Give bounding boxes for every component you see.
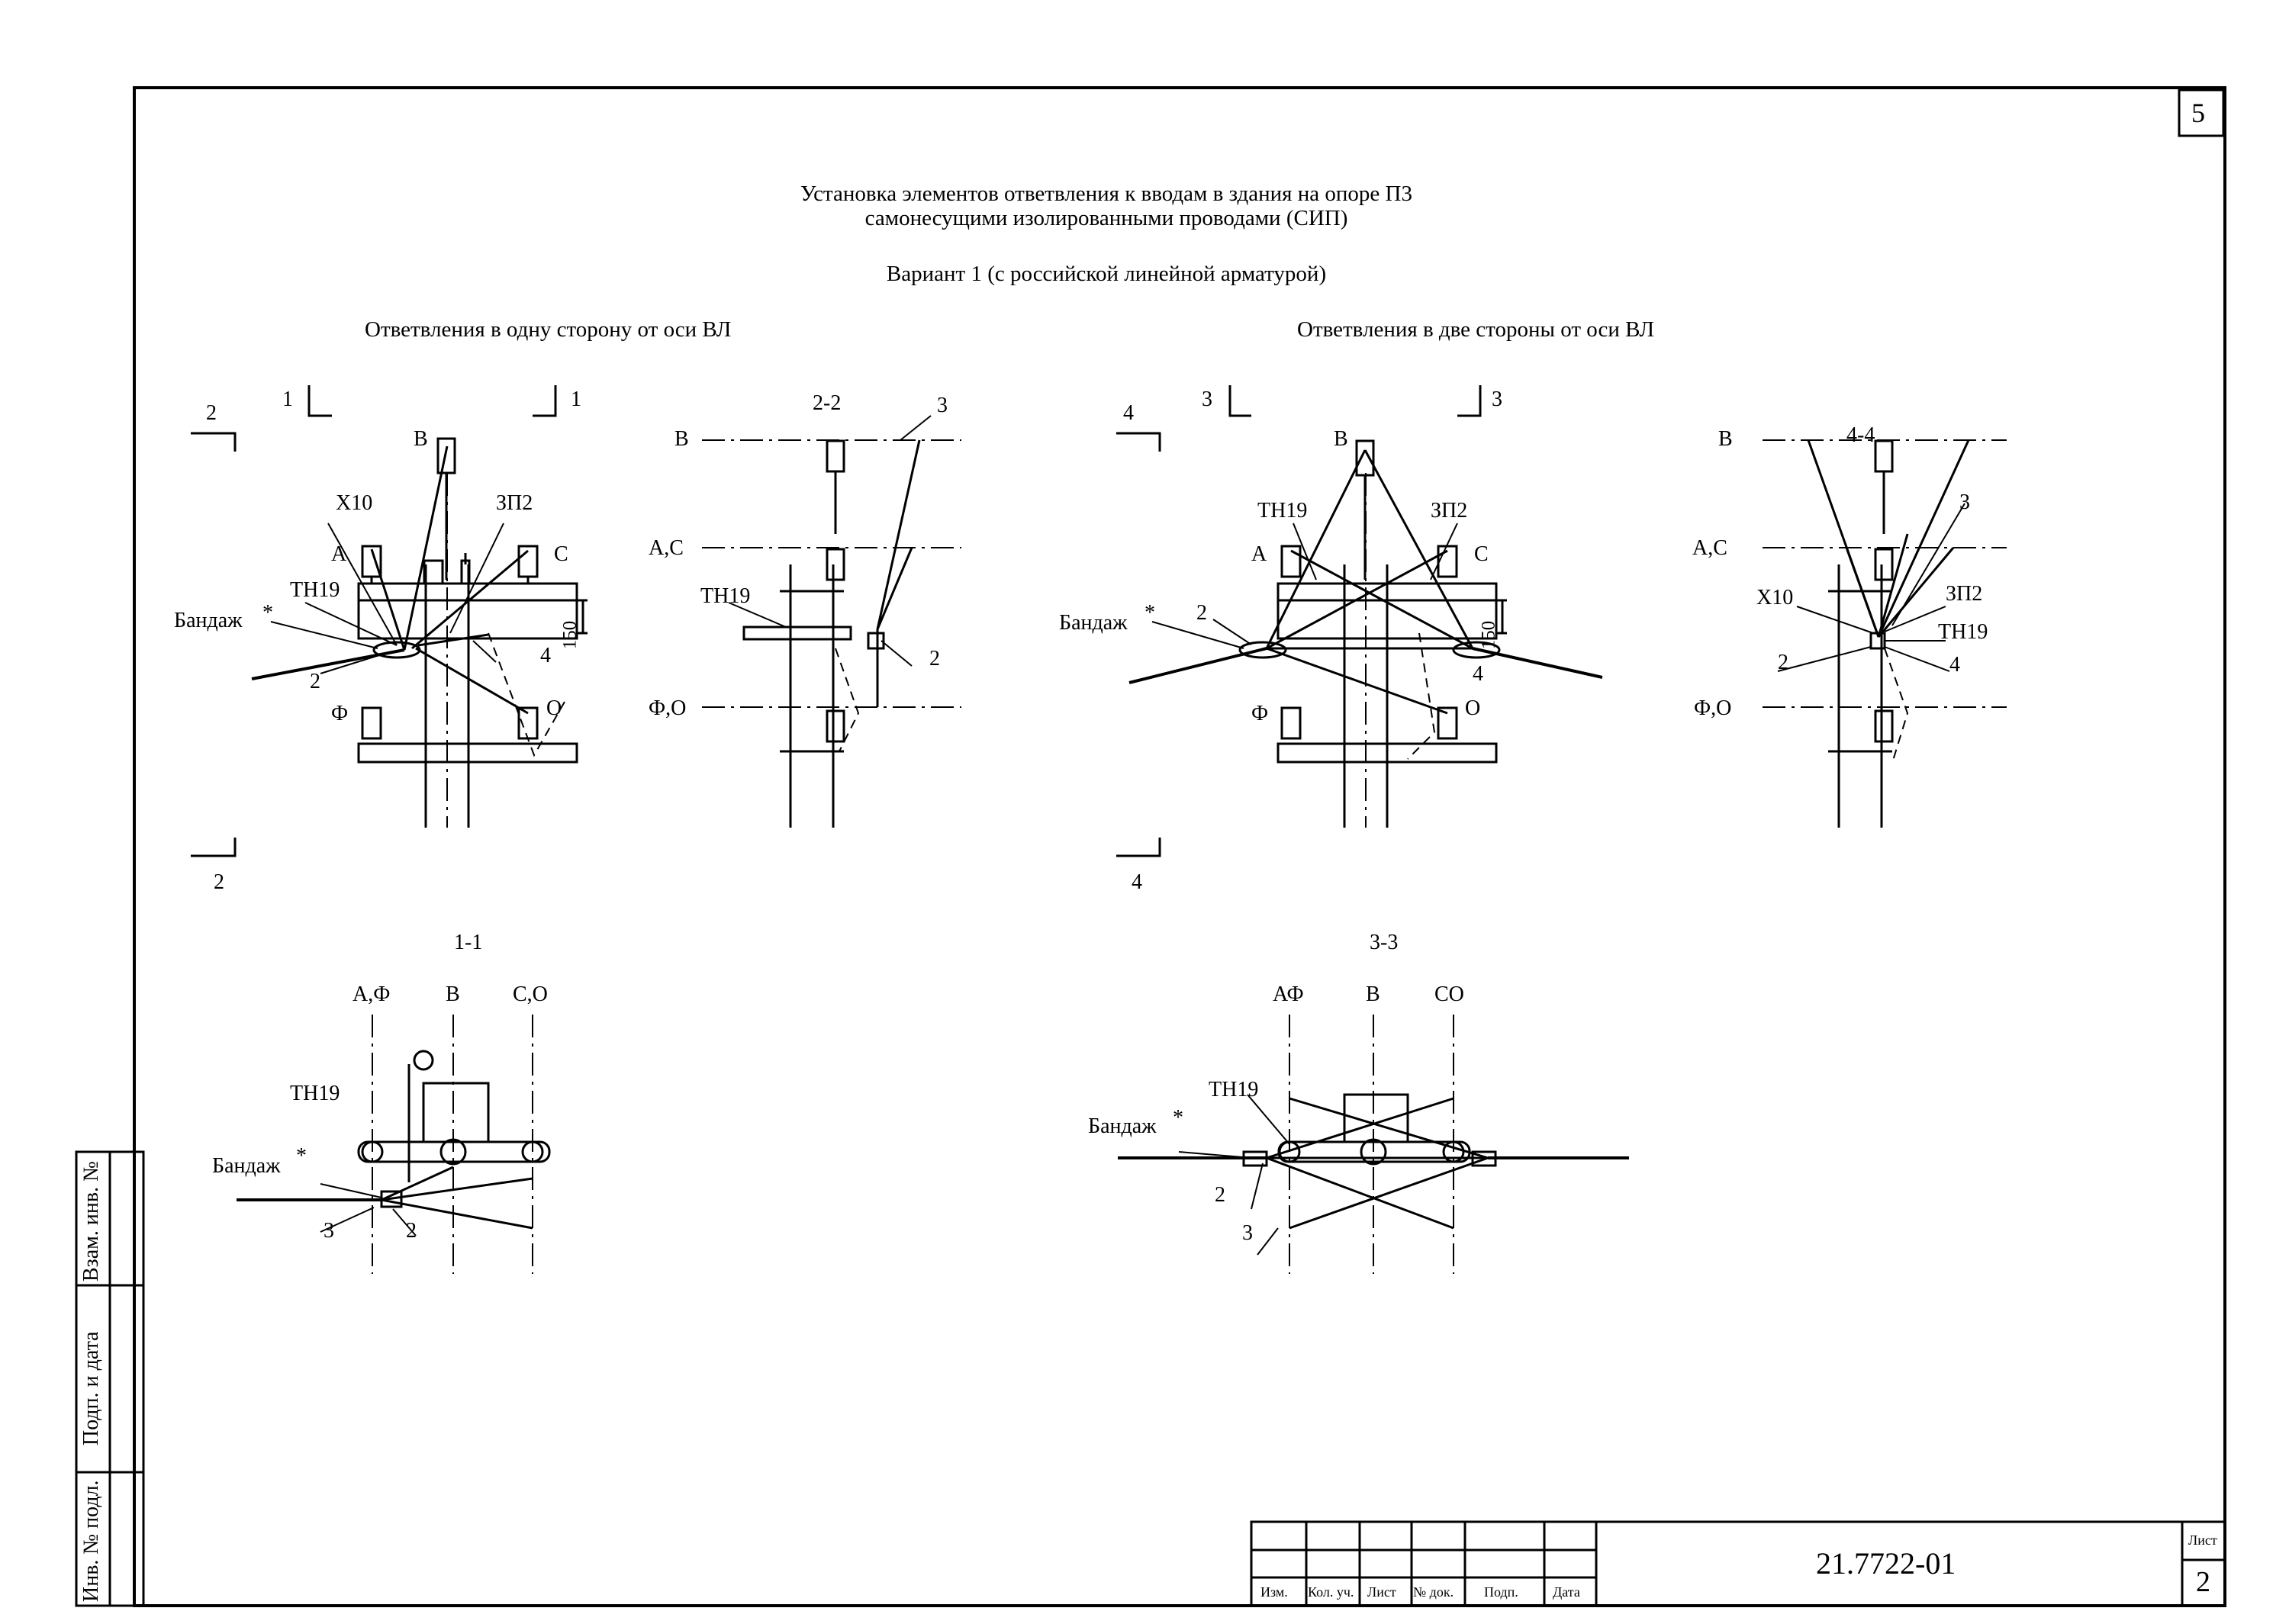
tb-list: Лист	[1367, 1584, 1396, 1600]
side-stamp-podp-data: Подп. и дата	[79, 1331, 103, 1446]
v11-label-star: *	[296, 1144, 307, 1168]
v22-title: 2-2	[813, 391, 842, 415]
v11-label-2: 2	[406, 1219, 417, 1243]
v22-label-B: В	[674, 427, 689, 451]
tb-doc-code: 21.7722-01	[1816, 1546, 1956, 1581]
title-line-2: самонесущими изолированными проводами (С…	[864, 206, 1348, 230]
v3-label-O: О	[1465, 696, 1481, 720]
view11-plan	[237, 1015, 551, 1274]
v3-label-2: 2	[1196, 601, 1207, 625]
v11-label-3: 3	[324, 1219, 334, 1243]
v1-label-2: 2	[310, 670, 320, 693]
v1-label-F: Ф	[331, 702, 349, 725]
subtitle-left: Ответвления в одну сторону от оси ВЛ	[365, 317, 732, 342]
v1-sec2-bottom: 2	[214, 870, 224, 894]
v33-label-bandage: Бандаж	[1088, 1114, 1157, 1138]
side-stamp-inv-podl: Инв. № подл.	[79, 1480, 103, 1602]
tb-sheet-label: Лист	[2188, 1532, 2217, 1548]
v33-label-3: 3	[1242, 1221, 1253, 1245]
v3-label-bandage: Бандаж	[1059, 611, 1128, 635]
leader-lines	[270, 415, 1965, 1256]
v33-label-2: 2	[1215, 1183, 1225, 1207]
v44-label-3: 3	[1959, 490, 1970, 514]
v11-label-CO: С,О	[513, 982, 548, 1006]
v3-label-ZP2: ЗП2	[1431, 499, 1468, 523]
v11-label-AF: А,Ф	[353, 982, 391, 1006]
v44-label-B: В	[1718, 427, 1733, 451]
view3-pole	[1116, 385, 1603, 857]
view22-pole	[702, 439, 961, 828]
v3-dim-150: 150	[1478, 620, 1499, 650]
title-block	[1250, 1520, 2226, 1607]
v1-label-A: А	[331, 542, 347, 566]
v3-label-A: А	[1251, 542, 1267, 566]
v22-label-TH19: ТН19	[700, 584, 751, 608]
v1-label-TH19: ТН19	[290, 578, 340, 602]
v3-sec4-top: 4	[1123, 401, 1134, 425]
v11-label-TH19: ТН19	[290, 1082, 340, 1105]
v33-label-AF: АФ	[1273, 982, 1304, 1006]
v11-label-B: В	[446, 982, 460, 1006]
side-stamp-vzam-inv: Взам. инв. №	[79, 1161, 103, 1282]
tb-sheet-value: 2	[2196, 1566, 2210, 1598]
v1-label-star: *	[262, 601, 273, 625]
v1-label-O: О	[546, 696, 562, 720]
v1-sec2-top: 2	[206, 401, 217, 425]
v1-sec1-left: 1	[282, 388, 293, 411]
v1-label-X10: Х10	[336, 491, 373, 515]
tb-n-dok: № док.	[1413, 1584, 1454, 1600]
title-line-1: Установка элементов ответвления к вводам…	[800, 182, 1412, 206]
v3-label-star: *	[1144, 601, 1155, 625]
tb-data: Дата	[1553, 1584, 1580, 1600]
v1-dim-150: 150	[559, 620, 581, 650]
tb-kol-uch: Кол. уч.	[1308, 1584, 1354, 1600]
v3-sec3-left: 3	[1202, 388, 1212, 411]
v44-label-TH19: ТН19	[1938, 620, 1988, 644]
v44-label-FO: Ф,О	[1694, 696, 1732, 720]
v33-label-CO: СО	[1434, 982, 1464, 1006]
v22-label-FO: Ф,О	[649, 696, 687, 720]
sheet-number-box	[2178, 88, 2225, 137]
v1-label-4: 4	[540, 644, 551, 667]
v3-sec4-bottom: 4	[1132, 870, 1142, 894]
v44-label-2: 2	[1778, 651, 1788, 674]
v44-label-4: 4	[1949, 653, 1960, 677]
tb-podp: Подп.	[1484, 1584, 1518, 1600]
v1-label-B: В	[414, 427, 428, 451]
v44-title: 4-4	[1846, 423, 1875, 447]
v3-label-B: В	[1334, 427, 1348, 451]
variant-title: Вариант 1 (с российской линейной арматур…	[886, 262, 1327, 286]
subtitle-right: Ответвления в две стороны от оси ВЛ	[1297, 317, 1655, 342]
v22-label-AC: А,С	[649, 536, 684, 560]
v1-sec1-right: 1	[571, 388, 581, 411]
v11-title: 1-1	[454, 931, 483, 954]
view44-pole	[1763, 439, 2007, 828]
v33-label-star: *	[1173, 1106, 1183, 1130]
v1-label-ZP2: ЗП2	[496, 491, 533, 515]
v3-sec3-right: 3	[1492, 388, 1502, 411]
v22-label-3: 3	[937, 394, 948, 417]
view33-plan	[1118, 1015, 1629, 1274]
tb-izm: Изм.	[1260, 1584, 1288, 1600]
sheet-number: 5	[2191, 98, 2205, 128]
v22-label-2: 2	[929, 647, 940, 671]
v33-label-B: В	[1366, 982, 1380, 1006]
v3-label-TH19: ТН19	[1257, 499, 1308, 523]
v3-label-C: С	[1474, 542, 1489, 566]
view1-pole	[191, 385, 588, 857]
sheet-frame	[133, 86, 2226, 1607]
v44-label-AC: А,С	[1692, 536, 1727, 560]
v33-label-TH19: ТН19	[1209, 1078, 1259, 1101]
v11-label-bandage: Бандаж	[212, 1154, 281, 1178]
v3-label-4: 4	[1473, 662, 1483, 686]
v44-label-X10: Х10	[1756, 586, 1794, 609]
v44-label-ZP2: ЗП2	[1946, 582, 1983, 606]
v1-label-bandage: Бандаж	[174, 609, 243, 632]
v33-title: 3-3	[1370, 931, 1399, 954]
v3-label-F: Ф	[1251, 702, 1269, 725]
v1-label-C: С	[554, 542, 568, 566]
